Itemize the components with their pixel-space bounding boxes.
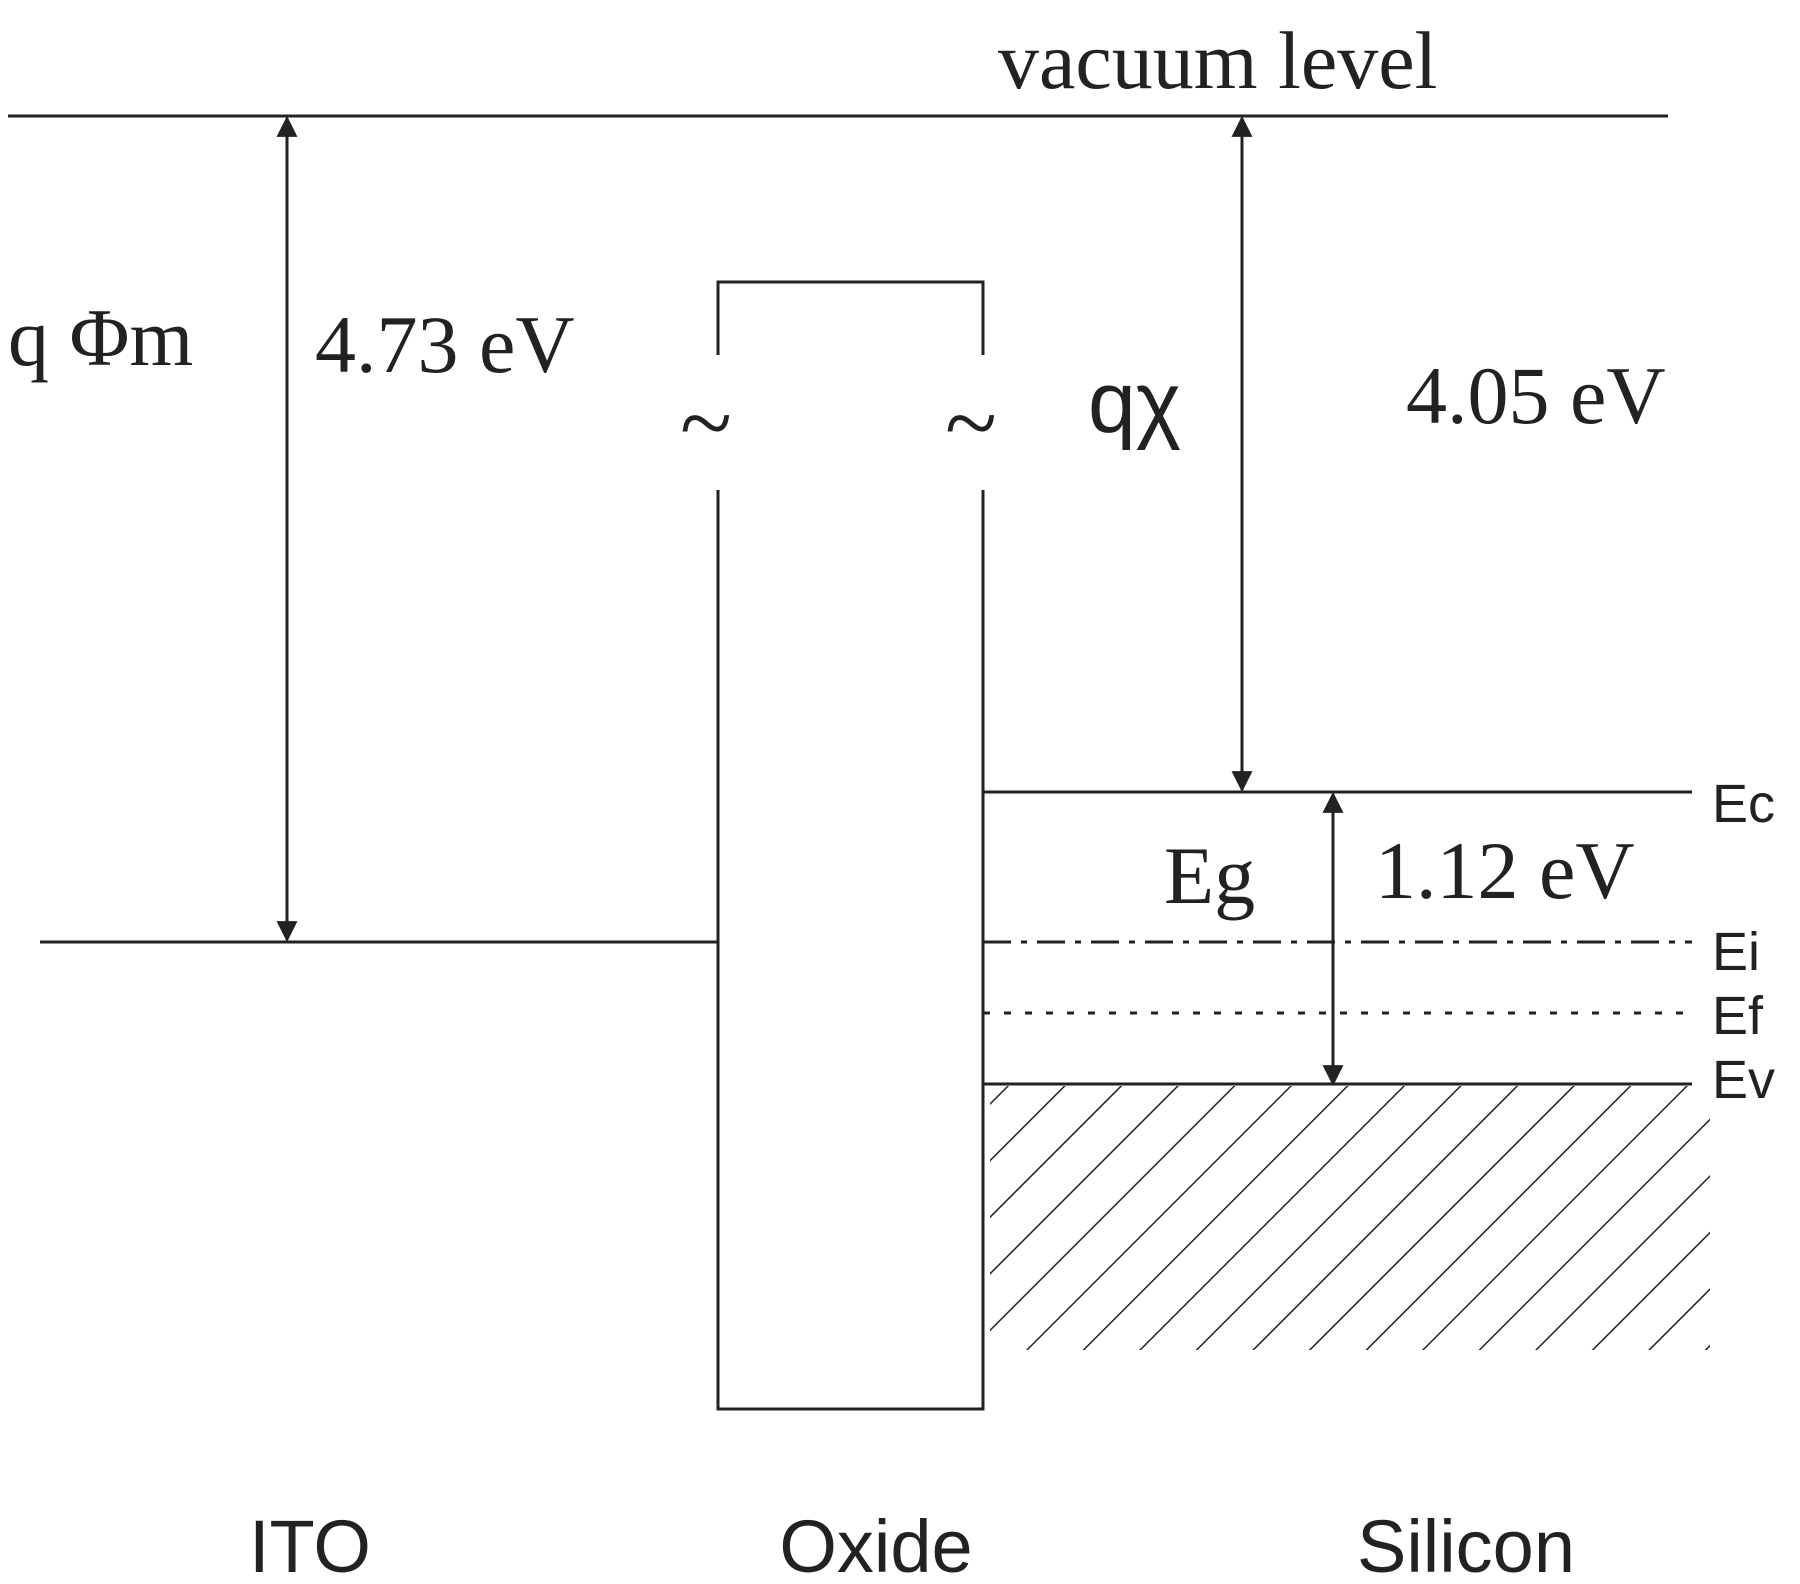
oxide-break-right: ~ xyxy=(945,369,997,476)
ei-label: Ei xyxy=(1712,922,1760,982)
silicon-region-label: Silicon xyxy=(1357,1505,1575,1584)
oxide-barrier-body xyxy=(716,490,985,1411)
oxide-barrier-top xyxy=(716,280,985,355)
ito-work-function-value: 4.73 eV xyxy=(315,299,575,390)
q-phi-m-label: q Φm xyxy=(8,292,193,383)
vacuum-level-label: vacuum level xyxy=(998,15,1437,106)
ev-label: Ev xyxy=(1712,1050,1775,1110)
ec-label: Ec xyxy=(1712,774,1775,834)
eg-label: Eg xyxy=(1164,830,1255,921)
oxide-break-left: ~ xyxy=(680,369,732,476)
ef-label: Ef xyxy=(1712,986,1764,1046)
band-gap-value: 1.12 eV xyxy=(1375,825,1635,916)
oxide-region-label: Oxide xyxy=(779,1505,972,1584)
electron-affinity-value: 4.05 eV xyxy=(1406,350,1666,441)
q-chi-label: qχ xyxy=(1088,355,1181,451)
ito-region-label: ITO xyxy=(249,1505,371,1584)
valence-band-hatch xyxy=(990,1086,1710,1350)
